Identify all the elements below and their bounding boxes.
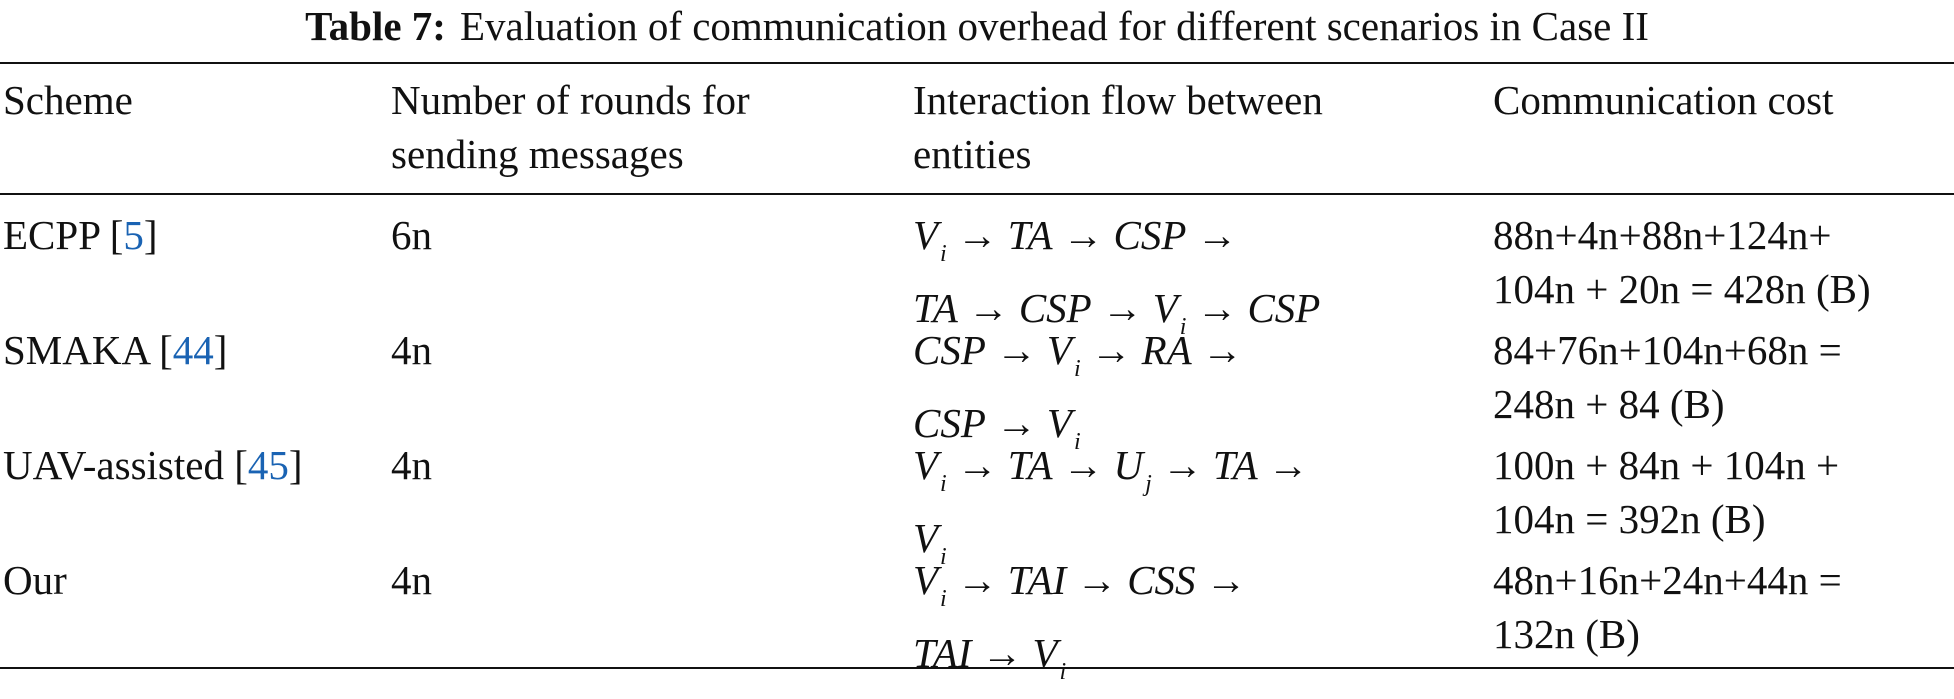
cost-line: 248n + 84 (B) (1493, 381, 1725, 427)
cost-line: 100n + 84n + 104n + (1493, 442, 1840, 488)
row-uav-scheme: UAV-assisted [45] (3, 442, 303, 488)
cost-line: 48n+16n+24n+44n = (1493, 557, 1842, 603)
header-flow-line2: entities (913, 131, 1032, 177)
flow-line: TA→CSP→Vi→CSP (913, 285, 1321, 340)
row-our-cost: 48n+16n+24n+44n = 132n (B) (1493, 553, 1842, 661)
flow-line: Vi→TA→CSP→ (913, 212, 1238, 267)
table-caption: Table 7: Evaluation of communication over… (0, 2, 1954, 50)
row-our-flow: Vi→TAI→CSS→ TAI→Vi (913, 553, 1257, 699)
scheme-name: Our (3, 557, 67, 603)
cost-line: 84+76n+104n+68n = (1493, 327, 1842, 373)
top-rule (0, 62, 1954, 64)
caption-text: Evaluation of communication overhead for… (459, 3, 1649, 49)
citation-link[interactable]: 5 (123, 212, 144, 258)
row-ecpp-flow: Vi→TA→CSP→ TA→CSP→Vi→CSP (913, 208, 1320, 354)
cost-line: 132n (B) (1493, 611, 1640, 657)
scheme-name: UAV-assisted (3, 442, 224, 488)
cost-line: 104n = 392n (B) (1493, 496, 1766, 542)
header-cost: Communication cost (1493, 77, 1834, 123)
cost-line: 88n+4n+88n+124n+ (1493, 212, 1832, 258)
flow-line: Vi→TAI→CSS→ (913, 557, 1247, 612)
row-ecpp-scheme: ECPP [5] (3, 212, 158, 258)
flow-line: Vi→TA→Uj→TA→ (913, 442, 1309, 497)
row-our-scheme: Our (3, 553, 67, 607)
row-smaka-flow: CSP→Vi→RA→ CSP→Vi (913, 323, 1253, 469)
row-smaka-cost: 84+76n+104n+68n = 248n + 84 (B) (1493, 323, 1842, 431)
row-ecpp-rounds: 6n (391, 212, 432, 258)
flow-line: CSP→Vi→RA→ (913, 327, 1243, 382)
bottom-rule (0, 667, 1954, 669)
row-our-rounds: 4n (391, 557, 432, 603)
row-smaka-rounds: 4n (391, 327, 432, 373)
row-smaka-scheme: SMAKA [44] (3, 327, 228, 373)
flow-line: CSP→Vi (913, 400, 1081, 455)
header-rounds-line1: Number of rounds for (391, 77, 750, 123)
header-rounds-line2: sending messages (391, 131, 684, 177)
flow-line: TAI→Vi (913, 630, 1067, 685)
row-uav-flow: Vi→TA→Uj→TA→ Vi (913, 438, 1319, 584)
cost-line: 104n + 20n = 428n (B) (1493, 266, 1871, 312)
scheme-name: SMAKA (3, 327, 149, 373)
header-rounds: Number of rounds for sending messages (391, 73, 750, 181)
scheme-name: ECPP (3, 212, 100, 258)
row-uav-rounds: 4n (391, 442, 432, 488)
citation-link[interactable]: 44 (172, 327, 214, 373)
row-ecpp-cost: 88n+4n+88n+124n+ 104n + 20n = 428n (B) (1493, 208, 1871, 316)
caption-label: Table 7: (305, 3, 446, 49)
header-flow-line1: Interaction flow between (913, 77, 1323, 123)
header-flow: Interaction flow between entities (913, 73, 1323, 181)
row-uav-cost: 100n + 84n + 104n + 104n = 392n (B) (1493, 438, 1839, 546)
header-scheme: Scheme (3, 77, 133, 123)
flow-line: Vi (913, 515, 947, 570)
header-rule (0, 193, 1954, 195)
citation-link[interactable]: 45 (247, 442, 289, 488)
